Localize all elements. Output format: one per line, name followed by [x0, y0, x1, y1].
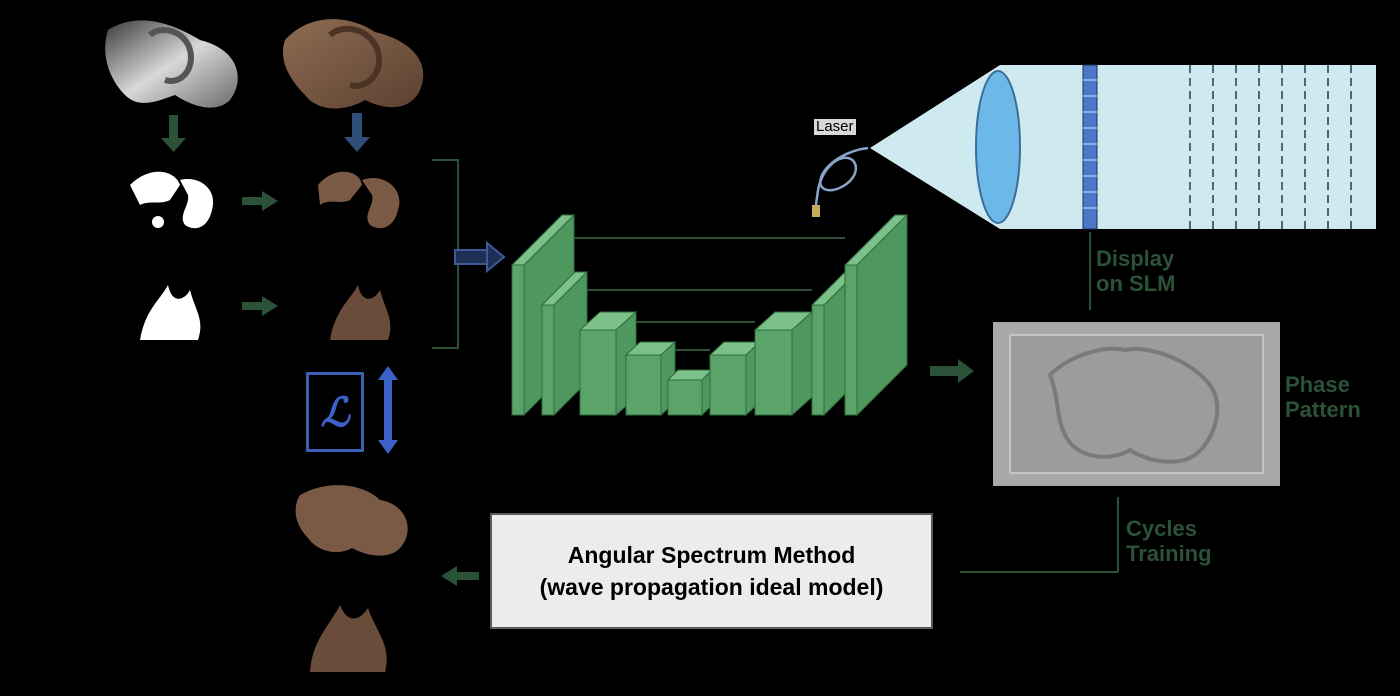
mask-to-layer-arrow-2 — [242, 296, 278, 316]
asm-to-reconstruction-arrow — [441, 566, 479, 586]
bottleneck-block — [666, 368, 714, 417]
lens-icon — [975, 70, 1021, 224]
decoder-block-1 — [708, 340, 762, 417]
optical-setup — [812, 64, 1376, 230]
decoder-block-4 — [843, 213, 909, 417]
cycles-label-line2: Training — [1126, 541, 1212, 566]
laser-label: Laser — [814, 118, 856, 135]
dragon-depth-map-icon — [105, 20, 238, 108]
network-to-phase-arrow — [930, 359, 974, 383]
loss-box: ℒ — [306, 372, 364, 452]
display-label-line1: Display — [1096, 246, 1175, 271]
phase-label-line2: Pattern — [1285, 397, 1361, 422]
depth-to-mask-arrow — [161, 115, 186, 152]
propagation-planes — [1189, 65, 1352, 229]
encoder-block-2 — [540, 270, 589, 417]
unet-network — [510, 213, 909, 417]
cycles-training-label: Cycles Training — [1126, 516, 1212, 566]
slm-icon — [1082, 64, 1098, 230]
asm-subtitle: (wave propagation ideal model) — [539, 574, 884, 600]
dragon-reconstruction-back-icon — [310, 605, 387, 672]
display-on-slm-label: Display on SLM — [1096, 246, 1175, 296]
display-label-line2: on SLM — [1096, 271, 1176, 296]
dragon-mask-front-icon — [130, 171, 214, 229]
angular-spectrum-method-box: Angular Spectrum Method (wave propagatio… — [490, 513, 933, 629]
loss-symbol: ℒ — [320, 388, 350, 436]
phase-label-line1: Phase — [1285, 372, 1350, 397]
dragon-mask-back-icon — [140, 285, 201, 340]
dragon-render-icon — [282, 19, 424, 109]
loss-compare-arrow — [378, 366, 398, 454]
dragon-layer-back-icon — [330, 285, 391, 340]
phase-pattern-icon — [993, 322, 1280, 486]
encoder-block-4 — [624, 340, 677, 417]
render-to-layer-arrow — [344, 113, 370, 152]
asm-title: Angular Spectrum Method — [567, 542, 856, 568]
decoder-block-2 — [753, 310, 814, 417]
dragon-layer-front-icon — [318, 171, 400, 229]
laser-fiber-icon — [812, 146, 869, 217]
cycles-label-line1: Cycles — [1126, 516, 1197, 541]
skip-connections — [574, 237, 845, 351]
training-cycle-line — [960, 497, 1119, 573]
dragon-reconstruction-front-icon — [295, 485, 408, 556]
phase-pattern-label: Phase Pattern — [1285, 372, 1361, 422]
beam — [870, 65, 1376, 229]
mask-to-layer-arrow-1 — [242, 191, 278, 211]
layers-to-network-arrow — [454, 240, 506, 274]
